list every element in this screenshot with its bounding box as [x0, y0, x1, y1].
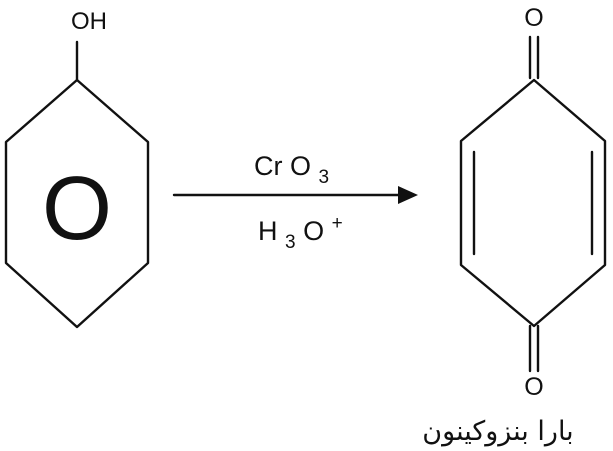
product-molecule: O O: [459, 4, 607, 401]
reaction-arrow-head: [398, 186, 418, 204]
reagent-top-subscript: 3: [319, 167, 330, 188]
product-hexagon: [459, 78, 607, 328]
reactant-oh-label: OH: [71, 8, 107, 35]
reagent-bottom-o: O: [303, 216, 324, 246]
reagent-top: Cr O 3: [254, 151, 329, 188]
reagent-bottom-superscript: +: [332, 213, 343, 234]
reactant-ring-symbol: O: [42, 159, 112, 259]
reagent-top-main: Cr O: [254, 151, 311, 181]
reagent-bottom-h: H: [258, 216, 278, 246]
reagent-bottom-subscript: 3: [285, 232, 296, 253]
product-name-caption: بارا بنزوكينون: [422, 416, 573, 447]
reactant-hexagon: [4, 78, 150, 329]
reactant-molecule: OH O: [4, 8, 150, 329]
product-top-oxygen: O: [524, 4, 543, 32]
reagent-bottom: H 3 O +: [258, 213, 343, 254]
reaction-arrow-group: Cr O 3 H 3 O +: [172, 151, 418, 254]
product-bottom-oxygen: O: [524, 373, 543, 401]
